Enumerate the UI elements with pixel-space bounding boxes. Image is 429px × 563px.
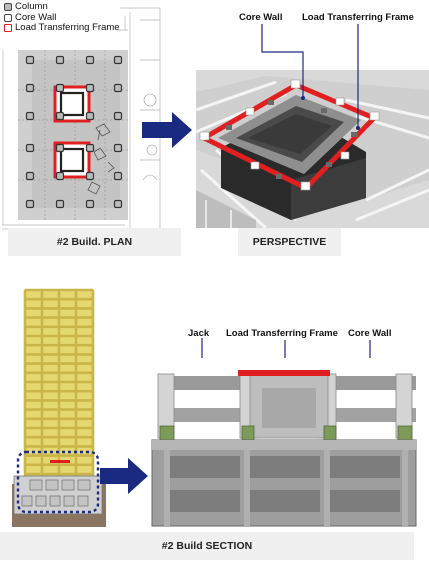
plan-column	[85, 55, 95, 65]
section-detail-drawing	[150, 358, 418, 528]
legend-column: Column	[4, 1, 120, 13]
legend-core-wall: Core Wall	[4, 11, 120, 24]
perspective-drawing	[196, 70, 429, 228]
plan-column	[25, 199, 35, 209]
legend-load-frame-label: Load Transferring Frame	[15, 22, 120, 33]
section-caption-text: #2 Build SECTION	[161, 540, 253, 552]
plan-column	[25, 143, 35, 153]
core-wall-symbol-icon	[4, 13, 12, 22]
perspective-caption: PERSPECTIVE	[238, 228, 341, 256]
jack-left	[159, 425, 175, 441]
plan-drawing	[2, 7, 161, 230]
plan-column	[113, 171, 123, 181]
legend-core-wall-label: Core Wall	[15, 11, 57, 23]
plan-column	[55, 83, 65, 93]
column-symbol-icon	[4, 3, 12, 12]
section-load-frame-label: Load Transferring Frame	[226, 328, 338, 339]
plan-column	[85, 83, 95, 93]
plan-columns	[25, 55, 123, 209]
plan-column	[55, 199, 65, 209]
plan-column	[55, 111, 65, 121]
plan-column	[55, 143, 65, 153]
building-section-drawing	[12, 288, 106, 527]
highlight-region	[16, 450, 100, 514]
section-jack-label: Jack	[188, 328, 210, 339]
plan-to-perspective-arrow-icon	[142, 112, 192, 148]
plan-column	[25, 55, 35, 65]
legend: Column Core Wall Load Transferring Frame	[4, 1, 120, 34]
plan-column	[113, 55, 123, 65]
plan-column	[113, 143, 123, 153]
building-to-section-arrow-icon	[100, 458, 148, 494]
legend-load-frame: Load Transferring Frame	[4, 22, 120, 34]
plan-column	[25, 83, 35, 93]
plan-column	[25, 111, 35, 121]
plan-core-lower	[53, 141, 91, 179]
plan-column	[85, 143, 95, 153]
perspective-load-frame-label: Load Transferring Frame	[302, 12, 414, 23]
plan-core-upper	[53, 85, 91, 123]
plan-column	[85, 111, 95, 121]
plan-column	[85, 171, 95, 181]
perspective-caption-text: PERSPECTIVE	[252, 236, 327, 248]
section-caption: #2 Build SECTION	[0, 532, 414, 560]
plan-caption-text: #2 Build. PLAN	[56, 236, 133, 248]
section-load-frame	[238, 370, 330, 376]
plan-column	[55, 171, 65, 181]
load-frame-symbol-icon	[4, 24, 12, 33]
plan-column	[25, 171, 35, 181]
perspective-core-wall-label: Core Wall	[239, 12, 283, 23]
plan-column	[113, 83, 123, 93]
section-core-wall-label: Core Wall	[348, 328, 392, 339]
plan-column	[55, 55, 65, 65]
legend-column-label: Column	[15, 1, 48, 12]
plan-caption: #2 Build. PLAN	[8, 228, 181, 256]
plan-column	[113, 111, 123, 121]
plan-column	[113, 199, 123, 209]
plan-column	[85, 199, 95, 209]
